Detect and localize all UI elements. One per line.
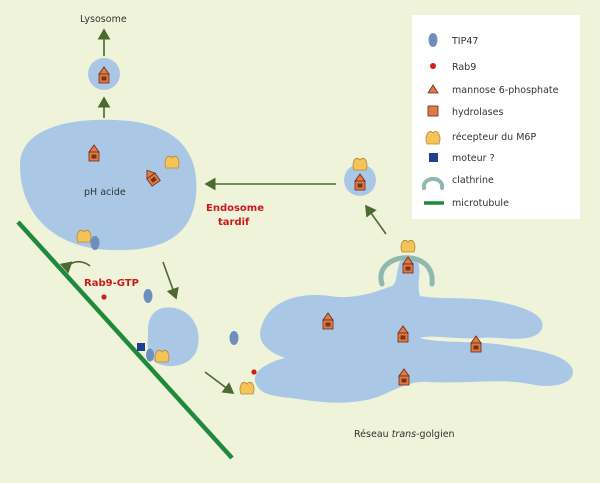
motor-icon (429, 153, 438, 162)
vesicle-receptor (154, 349, 170, 363)
tip47-on-endosome (90, 236, 100, 250)
tgn-vesicle-receptor (352, 157, 368, 171)
legend-label-motor: moteur ? (452, 153, 495, 164)
ph-acide-label: pH acide (84, 187, 126, 198)
microtubule (16, 220, 234, 460)
free-tip47-2 (229, 331, 239, 345)
late-endosome (20, 119, 197, 251)
legend-label-receptor: récepteur du M6P (452, 132, 536, 143)
clathrin-coat (378, 255, 435, 287)
rab9gtp-label: Rab9-GTP (84, 278, 139, 289)
motor-protein (137, 343, 145, 351)
tip47-icon (428, 33, 438, 47)
endosome-label-line1: Endosome (206, 203, 264, 214)
legend: TIP47 Rab9 mannose 6-phosphate hydrolase… (421, 33, 559, 209)
tgn-bud-receptor (400, 239, 416, 253)
endosome-receptor (164, 155, 180, 169)
mannose-6-phosphate-icon (427, 84, 439, 94)
rab9-dot (101, 294, 107, 300)
legend-label-rab9: Rab9 (452, 62, 476, 73)
tgn-receptor-docking (239, 381, 255, 395)
arrow-vesicle-to-tgn (204, 371, 235, 394)
vesicle-tip47 (146, 348, 154, 362)
tgn-label: Réseau trans-golgien (354, 429, 455, 440)
hydrolase-icon (427, 105, 439, 117)
legend-label-microtubule: microtubule (452, 198, 509, 209)
rab9-cycle-arrow (59, 260, 91, 274)
endosome-label-line2: tardif (218, 217, 250, 228)
trans-golgi-network (254, 256, 573, 403)
endosome-receptor-lower (76, 229, 92, 243)
m6p-receptor-icon (425, 131, 441, 145)
legend-label-mannose: mannose 6-phosphate (452, 85, 559, 96)
legend-label-hydrolases: hydrolases (452, 107, 503, 118)
legend-label-clathrin: clathrine (452, 175, 494, 186)
arrow-tgn-to-vesicle (365, 204, 387, 235)
legend-label-tip47: TIP47 (451, 36, 478, 47)
rab9-dot-2 (251, 369, 257, 375)
free-tip47 (143, 289, 153, 303)
clathrin-icon (421, 177, 445, 190)
rab9-icon (430, 63, 436, 69)
arrow-endosome-to-vesicle (162, 261, 179, 300)
lysosome-label: Lysosome (80, 14, 127, 25)
